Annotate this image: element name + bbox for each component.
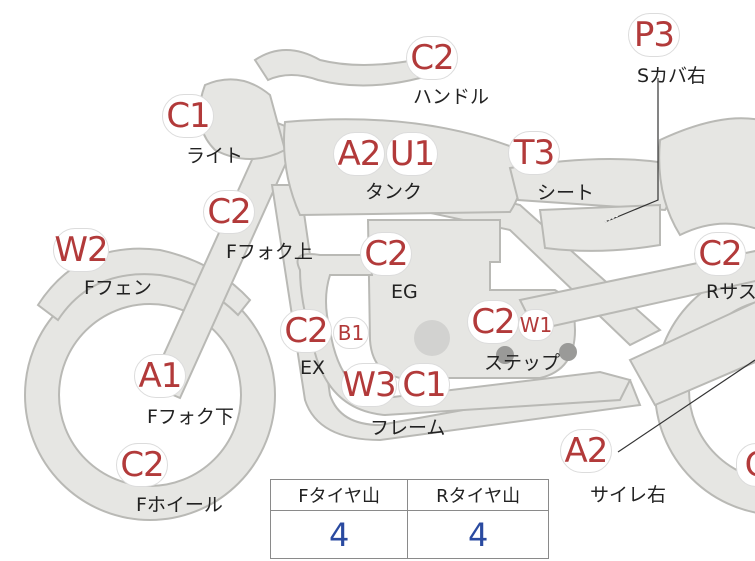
engine-cover-circle [414,320,450,356]
light-label: ライト [186,145,244,167]
side-cover-marker: P3 [628,13,680,57]
frame-marker-2: C1 [398,363,450,407]
silencer-shape [628,301,755,407]
handle-label: ハンドル [413,86,490,108]
side-cover-label: Sカバ右 [637,65,707,87]
fork-lower-marker: A1 [134,354,186,398]
rear-sus-label: Rサス [706,281,755,303]
front-wheel-shape [25,270,275,520]
rear-sus-marker: C2 [694,232,746,276]
rear-tire-header: Rタイヤ山 [407,479,549,511]
fork-lower-label: Fフォク下 [147,406,234,428]
light-marker: C1 [162,94,214,138]
frame-bottom-shape [270,184,642,442]
silencer-leader-line [617,359,755,453]
step-marker-2: W1 [518,309,554,341]
exhaust-label: EX [300,357,326,379]
fork-upper-label: Fフォク上 [226,241,313,263]
exhaust-marker-1: C2 [280,309,332,353]
front-tire-value: 4 [269,510,409,559]
step-peg-left [496,346,514,364]
tank-label: タンク [365,181,423,203]
exhaust-marker-2: B1 [333,317,369,349]
side-cover-shape [538,203,661,252]
seat-label: シート [537,182,595,204]
rear-tire-value: 4 [407,510,549,559]
handlebar-shape [253,49,422,87]
front-tire-header: Fタイヤ山 [269,479,409,511]
tank-marker-2: U1 [386,132,438,176]
fork-upper-marker: C2 [203,190,255,234]
tail-shape [658,117,755,237]
tire-tread-table: Fタイヤ山 Rタイヤ山 4 4 [269,479,549,559]
step-peg-right [559,343,577,361]
silencer-marker: A2 [560,429,612,473]
tank-marker-1: A2 [333,132,385,176]
front-fender-marker: W2 [53,228,109,272]
front-wheel-label: Fホイール [136,494,223,516]
frame-marker-1: W3 [341,363,397,407]
side-cover-leader-line [604,78,659,223]
seat-marker: T3 [508,131,560,175]
front-fender-label: Fフェン [84,277,152,299]
handle-marker: C2 [406,36,458,80]
step-marker-1: C2 [467,300,519,344]
engine-label: EG [391,281,418,303]
engine-marker: C2 [360,232,412,276]
frame-label: フレーム [370,417,446,439]
step-label: ステップ [484,352,561,374]
silencer-label: サイレ右 [590,484,667,506]
front-wheel-marker: C2 [116,443,168,487]
